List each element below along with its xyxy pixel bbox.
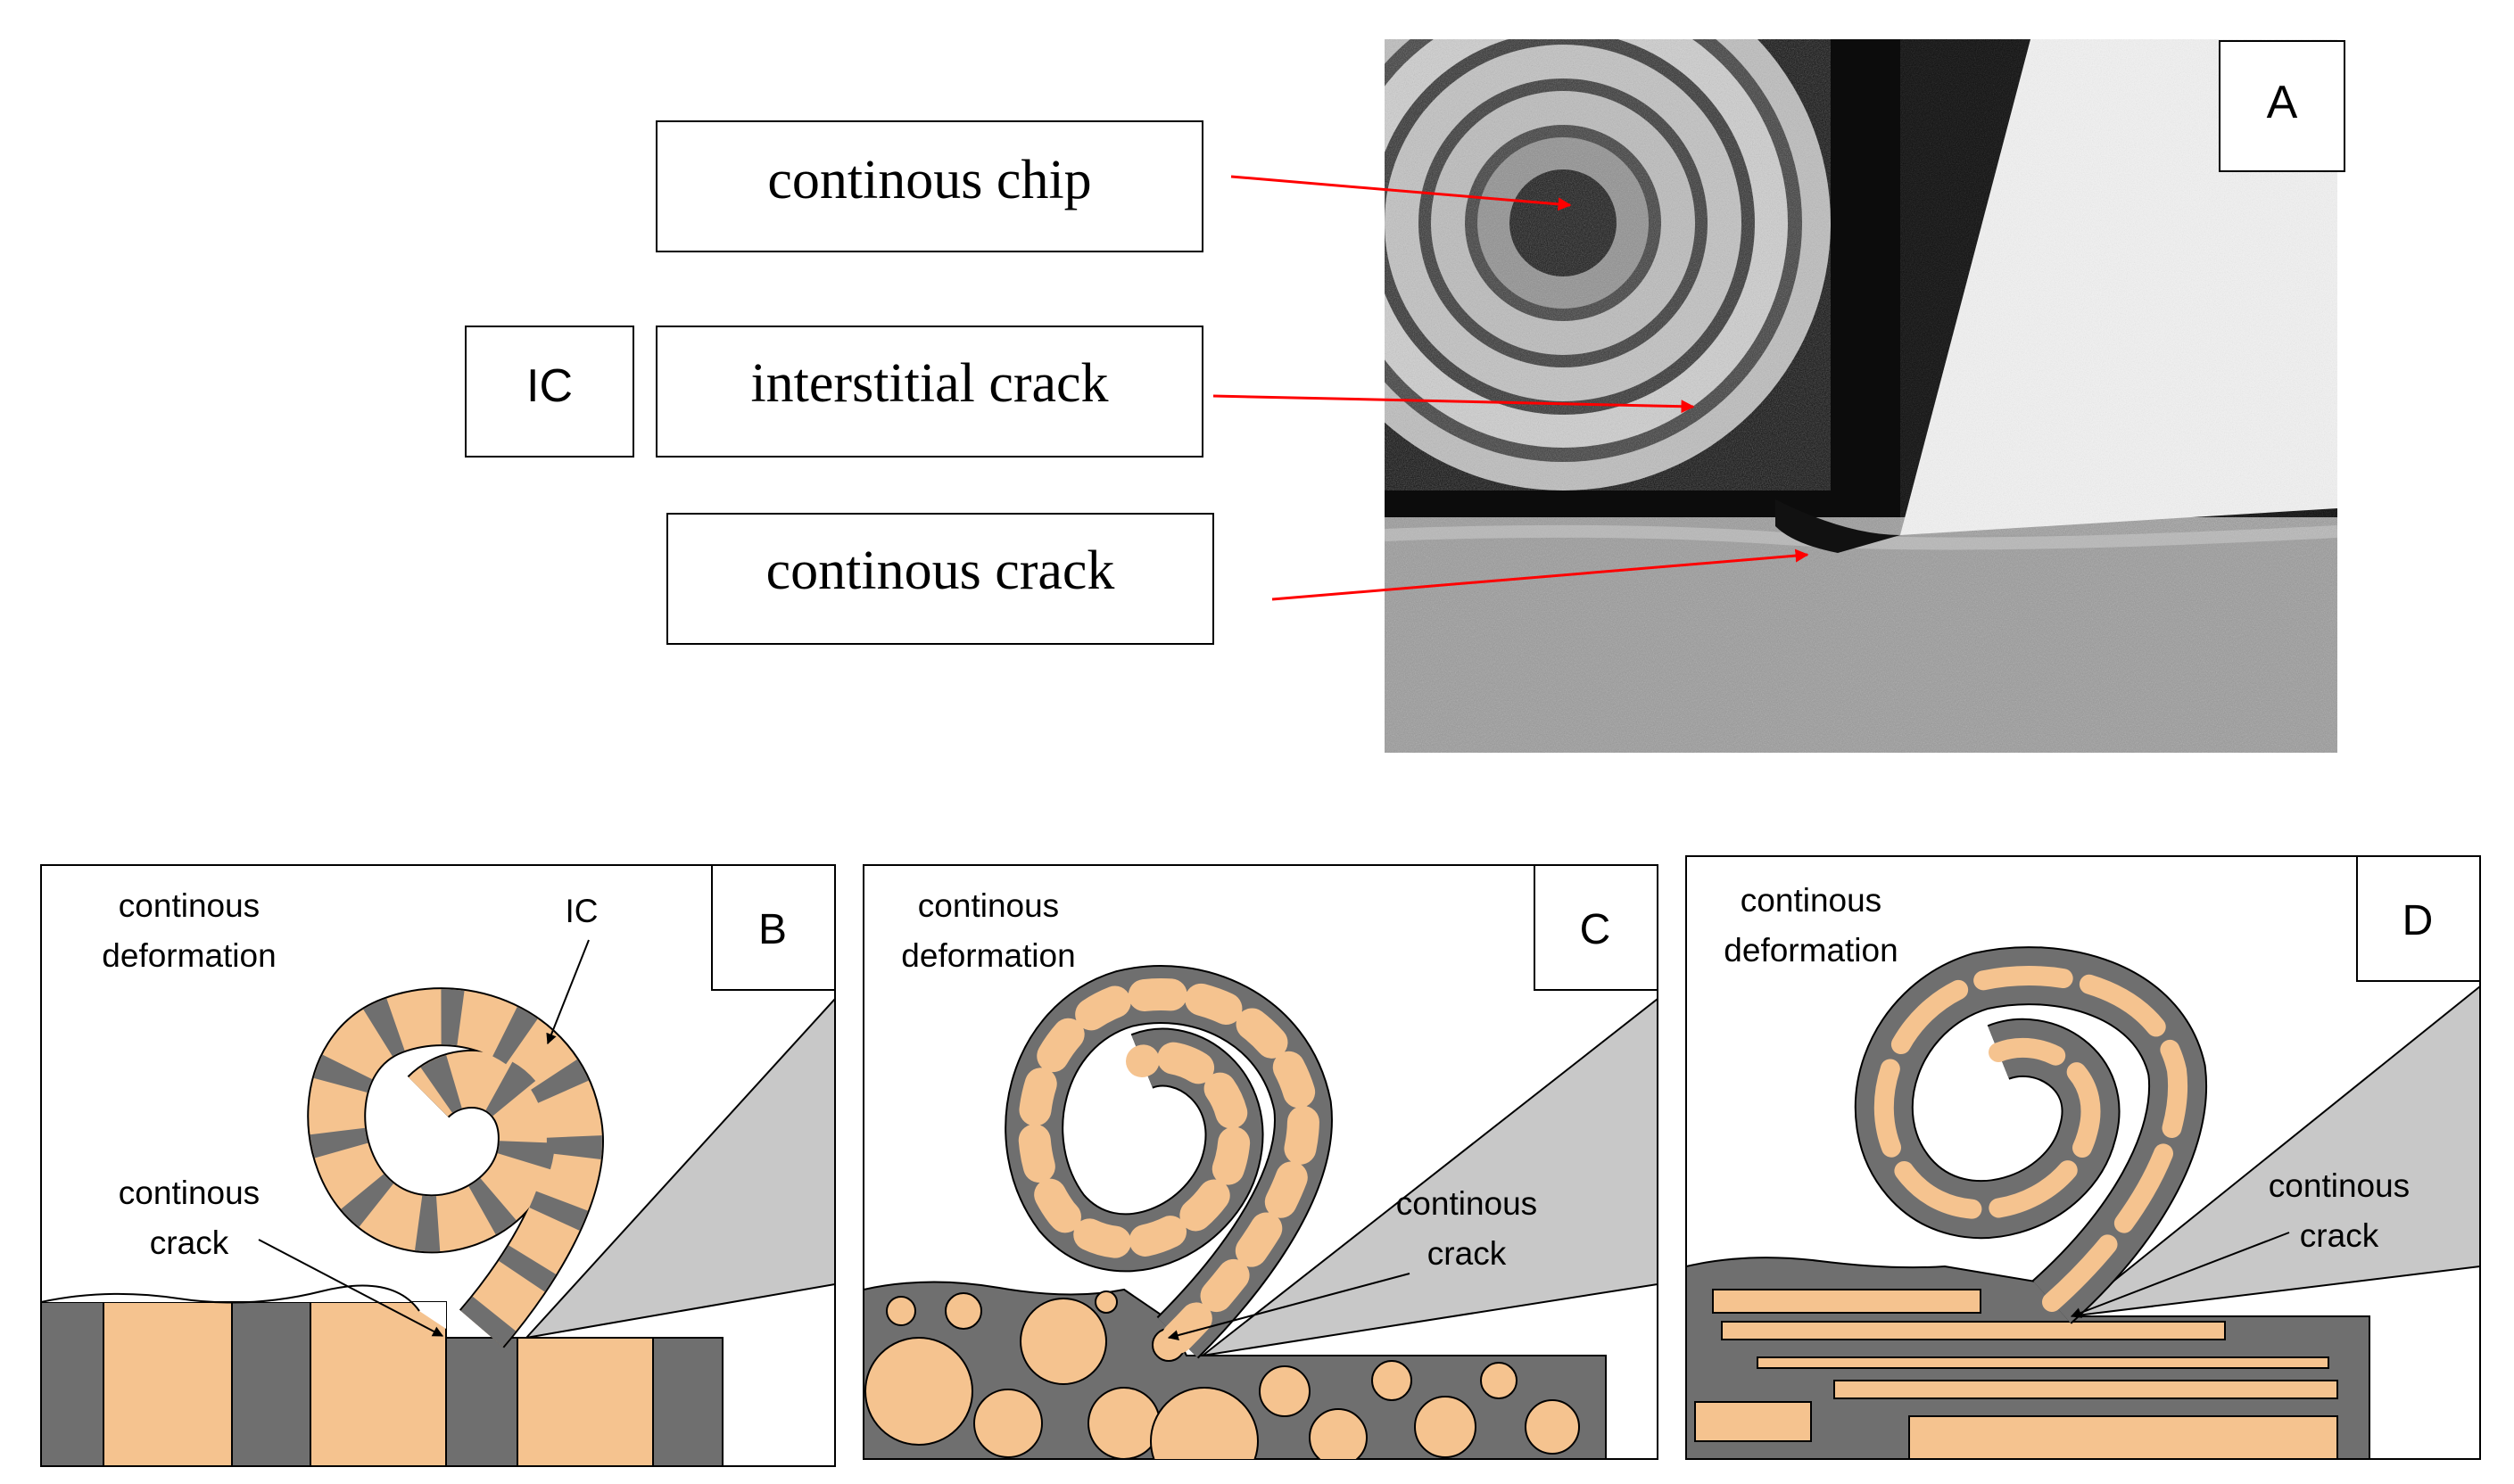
continous-crack-label-text: continous crack [766, 540, 1115, 601]
panel-b-ic-arrow [546, 939, 590, 1045]
panel-d-crack-line2: crack [2300, 1217, 2379, 1254]
crack-pointer-arrow [1271, 548, 1809, 601]
panel-a-letter: A [2267, 77, 2298, 128]
panel-c-letter: C [1580, 906, 1611, 953]
panel-d-crack-line1: continous [2269, 1167, 2410, 1204]
chip-label-text: continous chip [767, 150, 1091, 210]
panel-d-deform-line1: continous [1741, 882, 1881, 919]
panel-b-letter-box [711, 864, 836, 991]
interstitial-pointer-arrow [1212, 394, 1695, 414]
tool-c [1199, 997, 1658, 1357]
panel-c-crack-line1: continous [1396, 1185, 1537, 1222]
tool-b [524, 997, 835, 1340]
panel-d-letter-box [2356, 855, 2481, 982]
panel-c-letter-box [1534, 864, 1658, 991]
panel-b-crack-arrow [258, 1239, 444, 1337]
spiral-chip-b [307, 987, 604, 1348]
spiral-chip-d [1854, 946, 2208, 1324]
panel-d-crack-arrow [2070, 1232, 2290, 1318]
workpiece-b [41, 1284, 724, 1466]
photo-panel-a [1385, 39, 2337, 753]
workpiece-c [864, 1281, 1607, 1459]
workpiece-d [1686, 1257, 2370, 1459]
ic-label: IC [465, 326, 634, 458]
panel-c-deform-line2: deformation [901, 937, 1075, 974]
panel-b-crack-line2: crack [150, 1224, 229, 1261]
panel-b-letter: B [758, 906, 787, 953]
panel-b-deform-line2: deformation [102, 937, 276, 974]
rolled-chip [1385, 39, 1831, 491]
spiral-chip-c [1005, 965, 1333, 1359]
diagram-panel-b: B continous deformation IC continous cra… [40, 864, 836, 1467]
chip-label: continous chip [656, 120, 1203, 252]
panel-c-crack-line2: crack [1427, 1235, 1507, 1272]
tool-d [2066, 985, 2480, 1318]
diagram-panel-c: C continous deformation continous crack [863, 864, 1658, 1460]
diagram-panel-d: D continous deformation continous crack [1685, 855, 2481, 1460]
panel-d-letter: D [2402, 897, 2434, 944]
panel-b-ic-label: IC [566, 893, 599, 929]
continous-crack-label: continous crack [666, 513, 1214, 645]
panel-a-letter-box [2219, 40, 2345, 172]
panel-c-crack-arrow [1167, 1273, 1410, 1341]
panel-b-crack-line1: continous [119, 1175, 260, 1211]
chip-pointer-arrow [1230, 175, 1572, 211]
interstitial-label: interstitial crack [656, 326, 1203, 458]
panel-d-deform-line2: deformation [1724, 932, 1898, 969]
panel-c-deform-line1: continous [918, 887, 1059, 924]
panel-b-deform-line1: continous [119, 887, 260, 924]
ic-label-text: IC [526, 360, 573, 412]
interstitial-label-text: interstitial crack [750, 353, 1108, 414]
